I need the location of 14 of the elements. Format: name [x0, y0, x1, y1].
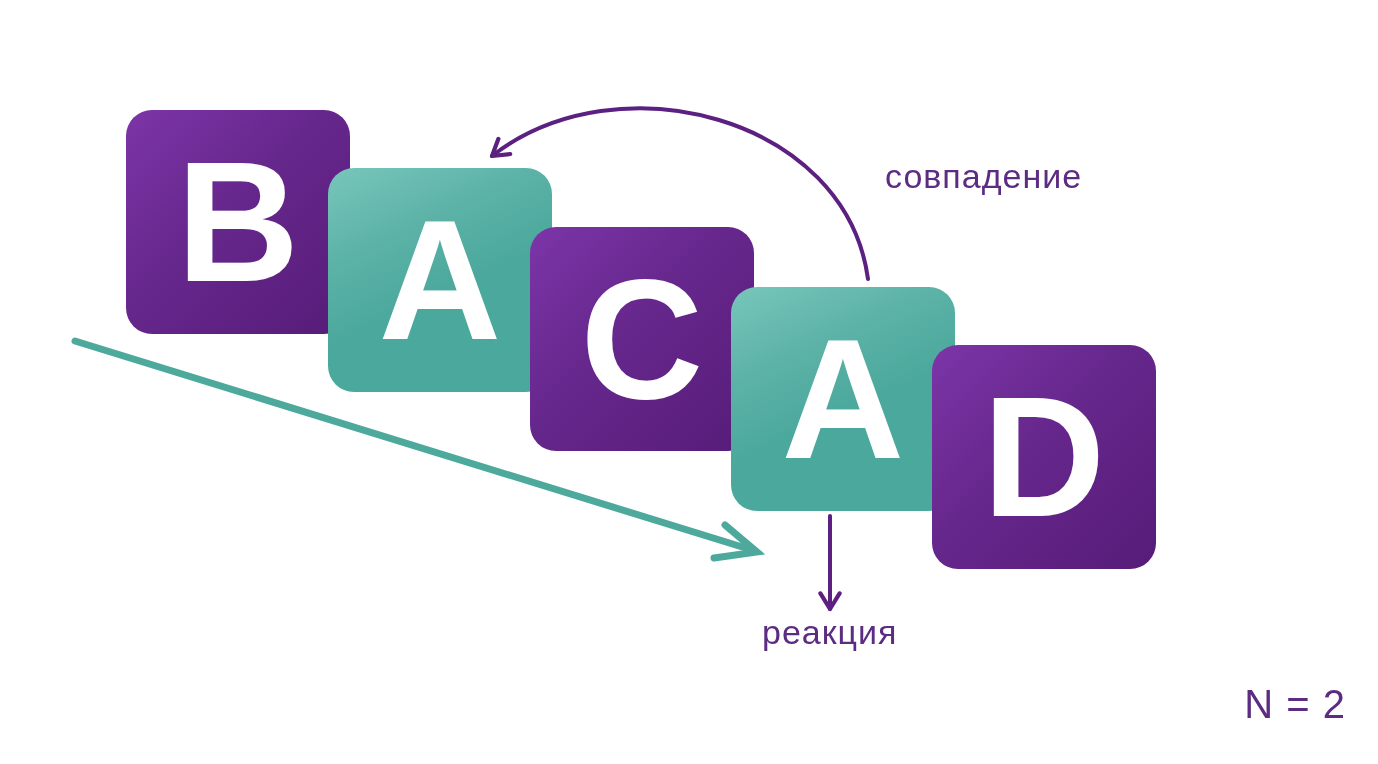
tile-letter: A	[781, 314, 905, 484]
note-label: N = 2	[1244, 681, 1346, 728]
tile-letter: C	[580, 254, 704, 424]
arrow	[489, 106, 870, 281]
letter-tile	[932, 345, 1156, 569]
tile-letter: D	[982, 372, 1106, 542]
tile-letter: B	[176, 137, 300, 307]
text-label: реакция	[762, 612, 898, 653]
letter-tile	[328, 168, 552, 392]
arrow	[818, 514, 842, 612]
letter-tile	[126, 110, 350, 334]
letter-tile	[530, 227, 754, 451]
tile-letter: A	[378, 195, 502, 365]
letter-tile	[731, 287, 955, 511]
